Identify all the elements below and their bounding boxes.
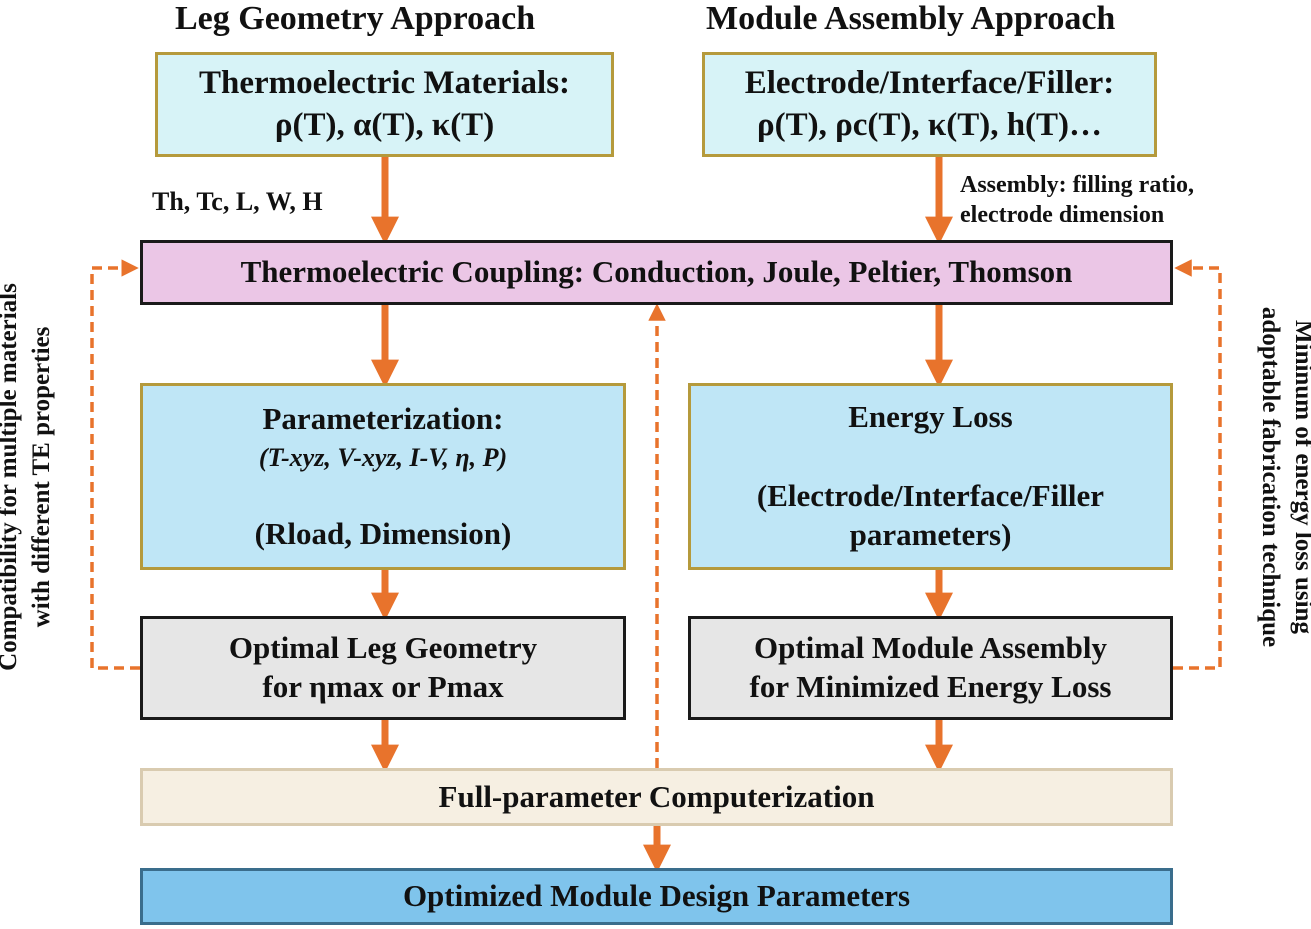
assembly-label-line1: Assembly: filling ratio, [960,172,1194,198]
assembly-label-line2: electrode dimension [960,202,1165,228]
assembly-label: Assembly: filling ratio, electrode dimen… [960,170,1194,230]
leg-inputs-label: Th, Tc, L, W, H [152,187,323,216]
dashed-feedback-left [90,259,140,670]
optimal-leg-geometry-line1: Optimal Leg Geometry [228,630,538,666]
optimal-leg-geometry-line2: for ηmax or Pmax [262,669,504,704]
optimal-module-assembly-box: Optimal Module Assembly for Minimized En… [688,616,1173,720]
dashed-feedback-right [1173,259,1222,670]
thermoelectric-coupling-box: Thermoelectric Coupling: Conduction, Jou… [140,240,1173,305]
optimized-design-label: Optimized Module Design Parameters [402,878,911,914]
optimized-design-box: Optimized Module Design Parameters [140,868,1173,925]
energy-loss-params-line1: (Electrode/Interface/Filler [756,478,1105,514]
optimal-module-assembly-line1: Optimal Module Assembly [753,630,1108,666]
right-side-annotation-line2: adoptable fabrication technique [1257,306,1285,648]
energy-loss-params-line2: parameters) [849,516,1012,552]
thermoelectric-coupling-label: Thermoelectric Coupling: Conduction, Jou… [240,254,1073,290]
electrode-interface-filler-box: Electrode/Interface/Filler: ρ(T), ρc(T),… [702,52,1157,157]
optimal-module-assembly-line2: for Minimized Energy Loss [749,669,1112,704]
parameterization-title: Parameterization: [262,400,504,436]
electrode-interface-filler-formula: ρ(T), ρc(T), κ(T), h(T)… [756,106,1103,143]
optimal-leg-geometry-box: Optimal Leg Geometry for ηmax or Pmax [140,616,626,720]
thermoelectric-materials-formula: ρ(T), α(T), κ(T) [274,106,495,143]
right-side-annotation: Mininum of energy loss using adoptable f… [1245,187,1311,767]
energy-loss-box: Energy Loss (Electrode/Interface/Filler … [688,383,1173,570]
thermoelectric-materials-box: Thermoelectric Materials: ρ(T), α(T), κ(… [155,52,614,157]
full-parameter-label: Full-parameter Computerization [438,778,875,814]
electrode-interface-filler-title: Electrode/Interface/Filler: [744,65,1115,102]
heading-module-assembly: Module Assembly Approach [706,0,1116,37]
right-side-annotation-line1: Mininum of energy loss using [1290,320,1311,634]
left-side-annotation-line1: Compatibility for multiple materials [0,283,22,671]
left-side-annotation: Compatibility for multiple materials wit… [0,187,67,767]
parameterization-box: Parameterization: (T-xyz, V-xyz, I-V, η,… [140,383,626,570]
parameterization-variables: (T-xyz, V-xyz, I-V, η, P) [258,443,508,473]
thermoelectric-materials-title: Thermoelectric Materials: [198,65,571,102]
left-side-annotation-line2: with different TE properties [27,326,55,628]
heading-leg-geometry: Leg Geometry Approach [175,0,536,37]
energy-loss-title: Energy Loss [848,399,1013,435]
full-parameter-box: Full-parameter Computerization [140,768,1173,826]
parameterization-load-dimension: (Rload, Dimension) [254,515,512,551]
